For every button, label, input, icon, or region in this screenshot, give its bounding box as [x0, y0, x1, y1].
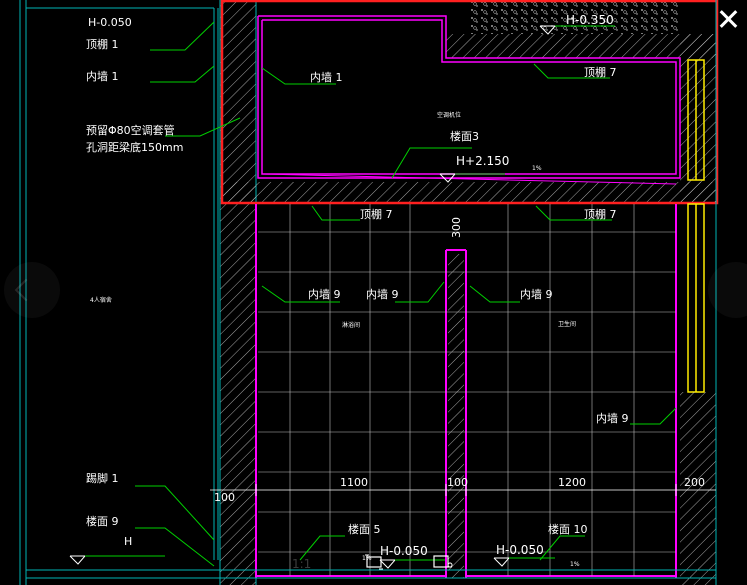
label-dim100-a: 100	[214, 491, 235, 504]
dimension-line	[210, 484, 716, 496]
wall-hatch-top	[446, 34, 716, 58]
label-h-top-left: H-0.050	[88, 16, 132, 29]
fit-window-button[interactable]	[364, 553, 384, 571]
label-floor5: 楼面 5	[348, 522, 381, 536]
tile-grid	[258, 204, 676, 576]
elevation-markers	[69, 25, 557, 569]
label-h-small: H	[124, 535, 132, 548]
left-room-outline	[19, 0, 219, 585]
window	[687, 59, 705, 393]
slab-hatch-top	[470, 0, 680, 34]
measure-button[interactable]	[432, 553, 453, 571]
label-wall9-b: 内墙 9	[366, 287, 399, 301]
selection-highlight	[220, 0, 719, 205]
label-wall1-left: 内墙 1	[86, 69, 119, 83]
floor-slope-line	[261, 173, 677, 185]
label-wall9-d: 内墙 9	[596, 411, 629, 425]
label-ceiling7-a: 顶棚 7	[584, 65, 617, 79]
previous-button[interactable]	[4, 262, 60, 318]
label-floor9: 楼面 9	[86, 514, 119, 528]
wall-hatch-left	[220, 0, 256, 585]
wall-hatch-acroom	[222, 182, 716, 202]
label-skirting1: 踢脚 1	[86, 471, 119, 485]
label-dim100-b: 100	[447, 476, 468, 489]
label-slope1: 1%	[532, 165, 542, 172]
label-floor10: 楼面 10	[548, 522, 588, 536]
label-floor3: 楼面3	[450, 129, 479, 143]
label-ceiling1: 顶棚 1	[86, 37, 119, 51]
label-dim300: 300	[450, 217, 463, 238]
label-reserved-line1: 预留Φ80空调套管	[86, 123, 175, 137]
label-room-toilet: 卫生间	[558, 320, 576, 328]
fit-window-icon	[365, 554, 383, 570]
label-room-left: 4人宿舍	[90, 296, 112, 304]
leader-lines	[135, 21, 677, 567]
label-ceiling7-c: 顶棚 7	[584, 207, 617, 221]
close-button[interactable]	[716, 6, 742, 32]
label-h-top: H-0.350	[566, 13, 614, 27]
label-scale: 1:1	[292, 557, 311, 571]
label-wall9-c: 内墙 9	[520, 287, 553, 301]
label-wall1-room: 内墙 1	[310, 70, 343, 84]
label-dim200: 200	[684, 476, 705, 489]
label-h-bottom-b: H-0.050	[496, 543, 544, 557]
bathroom-walls	[255, 204, 677, 578]
label-room-shower: 淋浴间	[342, 321, 360, 329]
measure-icon	[433, 555, 453, 568]
label-dim1200: 1200	[558, 476, 586, 489]
chevron-left-icon	[14, 278, 38, 302]
label-wall9-a: 内墙 9	[308, 287, 341, 301]
label-h-mid: H+2.150	[456, 154, 509, 168]
label-reserved-line2: 孔洞距梁底150mm	[86, 140, 183, 154]
label-slope3: 1%	[570, 561, 580, 568]
next-button[interactable]	[708, 262, 747, 318]
label-ceiling7-b: 顶棚 7	[360, 207, 393, 221]
label-h-bottom-a: H-0.050	[380, 544, 428, 558]
label-ac-room: 空调机位	[437, 111, 461, 119]
label-dim1100: 1100	[340, 476, 368, 489]
